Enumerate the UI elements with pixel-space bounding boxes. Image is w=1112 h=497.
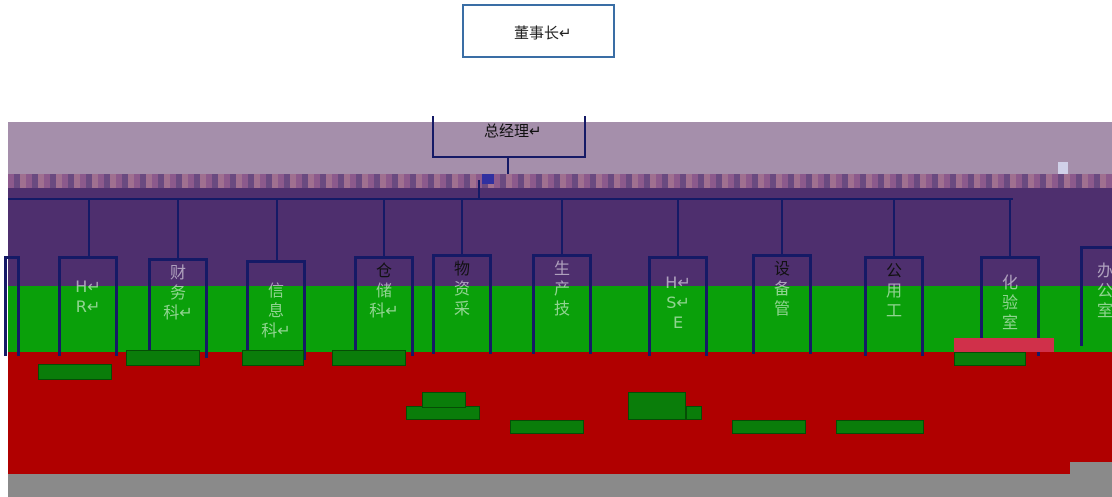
green-patch-2 bbox=[126, 350, 200, 366]
dept-production-char-1: 生 bbox=[553, 259, 570, 278]
drop-line-3 bbox=[276, 200, 278, 262]
band-green bbox=[8, 286, 1112, 352]
drop-line-10 bbox=[1009, 198, 1011, 256]
main-horizontal-line bbox=[8, 198, 1013, 200]
dept-procurement-char-1: 物 bbox=[453, 259, 470, 278]
dept-procurement-char-2: 资 bbox=[453, 279, 470, 298]
band-lavender bbox=[8, 122, 1112, 174]
dept-finance-char-3: 科↵ bbox=[163, 303, 193, 322]
chairman-label: 董事长↵ bbox=[514, 24, 572, 42]
drop-line-1 bbox=[88, 198, 90, 258]
drop-line-9 bbox=[893, 200, 895, 258]
green-patch-4 bbox=[332, 350, 406, 366]
dept-box-storage: 仓 储 科↵ bbox=[354, 256, 414, 356]
drop-line-6 bbox=[561, 200, 563, 256]
dept-lab-char-2: 验 bbox=[1001, 293, 1018, 312]
dept-storage-char-1: 仓 bbox=[375, 261, 392, 280]
dept-box-lab: 化 验 室 bbox=[980, 256, 1040, 356]
dept-finance-char-1: 财 bbox=[169, 263, 186, 282]
general-manager-box: 总经理↵ bbox=[432, 116, 586, 158]
green-patch-10 bbox=[732, 420, 806, 434]
dept-box-production: 生 产 技 bbox=[532, 254, 592, 354]
dept-storage-char-2: 储 bbox=[375, 281, 392, 300]
dept-equipment-char-2: 备 bbox=[773, 279, 790, 298]
dept-equipment-char-1: 设 bbox=[773, 259, 790, 278]
band-purple bbox=[8, 188, 1112, 286]
dept-box-office: 办 公 室 bbox=[1080, 246, 1112, 346]
dept-equipment-char-3: 管 bbox=[773, 299, 790, 318]
dept-hr-char-2: R↵ bbox=[75, 297, 101, 316]
drop-line-2 bbox=[177, 200, 179, 260]
dept-box-hse: H↵ S↵ E bbox=[648, 256, 708, 356]
green-patch-1 bbox=[38, 364, 112, 380]
dept-office-char-1: 办 bbox=[1097, 261, 1112, 280]
dept-hse-char-1: H↵ bbox=[665, 273, 691, 292]
dept-box-equipment: 设 备 管 bbox=[752, 254, 812, 354]
dept-lab-char-1: 化 bbox=[1001, 273, 1018, 292]
green-patch-3 bbox=[242, 350, 304, 366]
green-patch-12 bbox=[954, 352, 1026, 366]
green-patch-11 bbox=[836, 420, 924, 434]
gray-corner bbox=[1070, 462, 1112, 474]
dept-utilities-char-2: 用 bbox=[885, 281, 902, 300]
drop-line-5 bbox=[461, 200, 463, 256]
dept-production-char-3: 技 bbox=[553, 299, 570, 318]
dept-box-procurement: 物 资 采 bbox=[432, 254, 492, 354]
dept-box-utilities: 公 用 工 bbox=[864, 256, 924, 356]
dept-box-finance: 财 务 科↵ bbox=[148, 258, 208, 358]
dept-utilities-char-3: 工 bbox=[885, 301, 902, 320]
dept-finance-char-2: 务 bbox=[169, 283, 186, 302]
dept-production-char-2: 产 bbox=[553, 279, 570, 298]
drop-line-7 bbox=[677, 200, 679, 258]
dept-info-char-1: 信 bbox=[267, 281, 284, 300]
green-patch-7 bbox=[510, 420, 584, 434]
dept-utilities-char-1: 公 bbox=[885, 261, 902, 280]
gm-connector bbox=[507, 158, 509, 174]
general-manager-label: 总经理↵ bbox=[484, 122, 542, 140]
pink-strip bbox=[954, 338, 1054, 352]
dept-procurement-char-3: 采 bbox=[453, 299, 470, 318]
marker-square-right bbox=[1058, 162, 1068, 174]
chairman-box: 董事长↵ bbox=[462, 4, 615, 58]
dept-office-char-2: 公 bbox=[1097, 281, 1112, 300]
dept-lab-char-3: 室 bbox=[1001, 313, 1018, 332]
dept-office-char-3: 室 bbox=[1097, 301, 1112, 320]
drop-line-4 bbox=[383, 200, 385, 258]
band-red bbox=[8, 352, 1112, 474]
green-patch-5 bbox=[406, 406, 480, 420]
marker-square bbox=[482, 174, 494, 184]
dept-hr-char-1: H↵ bbox=[75, 277, 101, 296]
green-patch-6 bbox=[422, 392, 466, 408]
green-patch-9 bbox=[686, 406, 702, 420]
dept-info-char-3: 科↵ bbox=[261, 321, 291, 340]
dept-hse-char-3: E bbox=[672, 313, 684, 332]
dept-storage-char-3: 科↵ bbox=[369, 301, 399, 320]
band-stripes bbox=[8, 174, 1112, 188]
dept-box-info: 信 息 科↵ bbox=[246, 260, 306, 360]
drop-line-8 bbox=[781, 200, 783, 256]
dept-box-partial-left bbox=[4, 256, 20, 356]
band-gray bbox=[8, 474, 1112, 497]
gm-connector-2 bbox=[478, 180, 480, 198]
dept-info-char-2: 息 bbox=[267, 301, 284, 320]
dept-box-hr: H↵ R↵ bbox=[58, 256, 118, 356]
dept-hse-char-2: S↵ bbox=[666, 293, 690, 312]
green-patch-8 bbox=[628, 392, 686, 420]
